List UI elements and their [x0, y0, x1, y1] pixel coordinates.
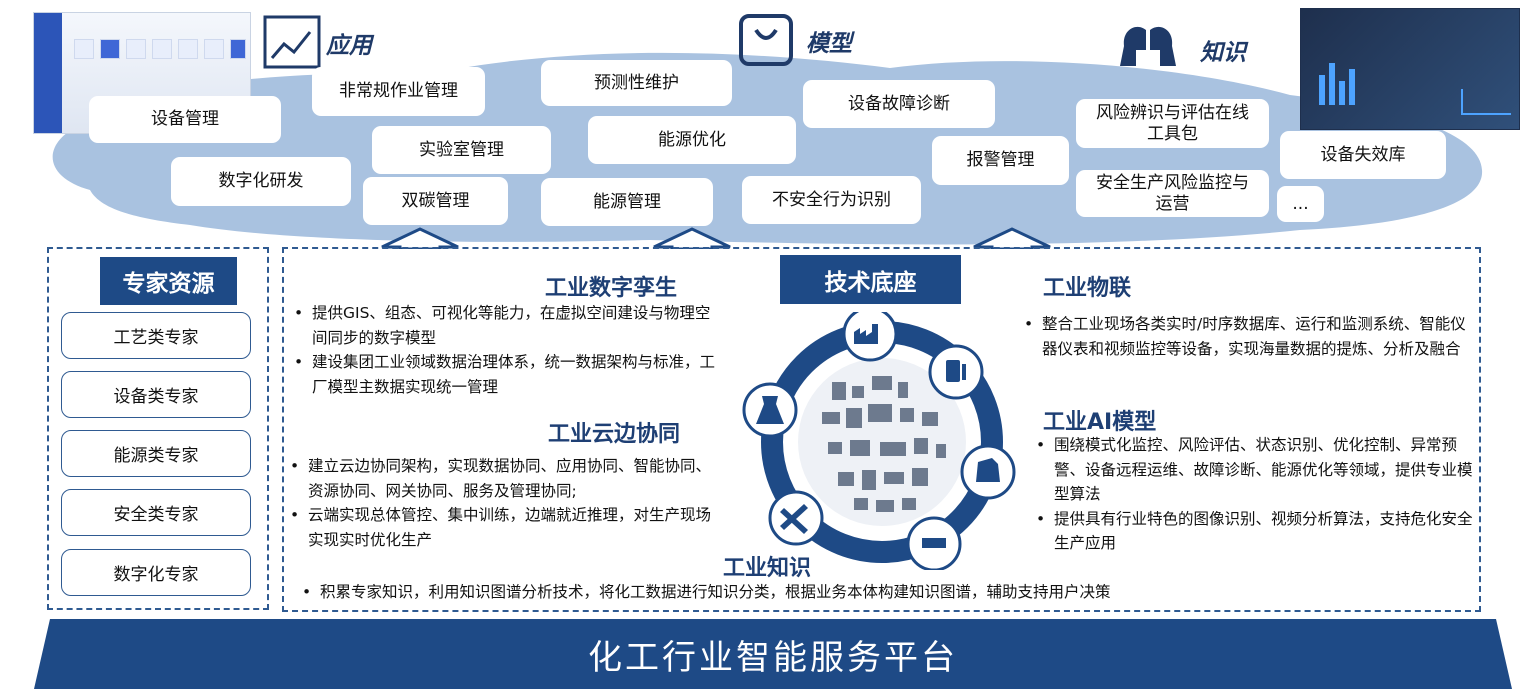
iot-title: 工业物联: [1043, 276, 1132, 301]
failure-lib-box: 设备失效库: [1280, 131, 1446, 179]
iot-bullets: 整合工业现场各类实时/时序数据库、运行和监测系统、智能仪器仪表和视频监控等设备，…: [1020, 312, 1475, 361]
industrial-knowledge-title: 工业知识: [723, 556, 812, 581]
bullet-item: 云端实现总体管控、集中训练，边端就近推理，对生产现场实现实时优化生产: [286, 503, 716, 552]
digital-rd-box: 数字化研发: [171, 157, 351, 206]
bullet-item: 围绕模式化监控、风险评估、状态识别、优化控制、异常预警、设备远程运维、故障诊断、…: [1032, 433, 1478, 507]
ai-model-title: 工业AI模型: [1043, 410, 1157, 435]
knowledge-heads-icon: [1120, 26, 1176, 66]
digital-twin-bullets: 提供GIS、组态、可视化等能力，在虚拟空间建设与物理空间同步的数字模型 建设集团…: [290, 301, 720, 399]
bullet-item: 整合工业现场各类实时/时序数据库、运行和监测系统、智能仪器仪表和视频监控等设备，…: [1020, 312, 1475, 361]
apps-label: 应用: [326, 32, 372, 59]
ai-model-bullets: 围绕模式化监控、风险评估、状态识别、优化控制、异常预警、设备远程运维、故障诊断、…: [1032, 433, 1478, 556]
bullet-item: 提供GIS、组态、可视化等能力，在虚拟空间建设与物理空间同步的数字模型: [290, 301, 720, 350]
up-arrow-icon: [973, 227, 1051, 249]
tech-base-title: 技术底座: [780, 255, 961, 304]
models-label: 模型: [806, 30, 852, 57]
expert-item: 工艺类专家: [61, 312, 251, 359]
up-arrow-icon: [381, 227, 459, 249]
bullet-item: 建设集团工业领域数据治理体系，统一数据架构与标准，工厂模型主数据实现统一管理: [290, 350, 720, 399]
bullet-item: 提供具有行业特色的图像识别、视频分析算法，支持危化安全生产应用: [1032, 507, 1478, 556]
expert-resource-panel: [47, 247, 269, 610]
model-cube-icon: [739, 14, 793, 66]
expert-item: 数字化专家: [61, 549, 251, 596]
lab-mgmt-box: 实验室管理: [372, 126, 551, 174]
risk-tool-box: 风险辨识与评估在线工具包: [1076, 99, 1269, 148]
energy-opt-box: 能源优化: [588, 116, 796, 164]
chart-frame-icon: [263, 15, 321, 69]
knowledge-label: 知识: [1200, 39, 1246, 66]
fault-diag-box: 设备故障诊断: [803, 80, 995, 128]
digital-twin-title: 工业数字孪生: [545, 276, 678, 301]
more-box: ...: [1277, 186, 1324, 222]
bullet-item: 建立云边协同架构，实现数据协同、应用协同、智能协同、资源协同、网关协同、服务及管…: [286, 454, 716, 503]
unsafe-behavior-box: 不安全行为识别: [742, 176, 921, 224]
platform-base-bar: [34, 619, 1512, 689]
safety-monitor-box: 安全生产风险监控与运营: [1076, 170, 1269, 217]
equipment-mgmt-box: 设备管理: [89, 96, 281, 143]
predictive-maint-box: 预测性维护: [541, 60, 732, 106]
dual-carbon-box: 双碳管理: [363, 177, 508, 225]
bullet-item: 积累专家知识，利用知识图谱分析技术，将化工数据进行知识分类，根据业务本体构建知识…: [298, 580, 1298, 605]
up-arrow-icon: [653, 227, 731, 249]
tech-base-panel: [282, 247, 1481, 612]
expert-resource-title: 专家资源: [100, 257, 237, 305]
expert-item: 安全类专家: [61, 489, 251, 536]
expert-item: 能源类专家: [61, 430, 251, 477]
cloud-edge-bullets: 建立云边协同架构，实现数据协同、应用协同、智能协同、资源协同、网关协同、服务及管…: [286, 454, 716, 552]
tech-wheel-graphic: [742, 312, 1016, 570]
industrial-knowledge-bullets: 积累专家知识，利用知识图谱分析技术，将化工数据进行知识分类，根据业务本体构建知识…: [298, 580, 1298, 605]
cloud-edge-title: 工业云边协同: [548, 422, 681, 447]
alarm-mgmt-box: 报警管理: [932, 136, 1069, 185]
abnormal-ops-box: 非常规作业管理: [312, 67, 485, 116]
energy-mgmt-box: 能源管理: [541, 178, 713, 226]
dashboard-screenshot-thumbnail: [1300, 8, 1520, 130]
platform-title: 化工行业智能服务平台: [588, 637, 958, 678]
expert-item: 设备类专家: [61, 371, 251, 418]
